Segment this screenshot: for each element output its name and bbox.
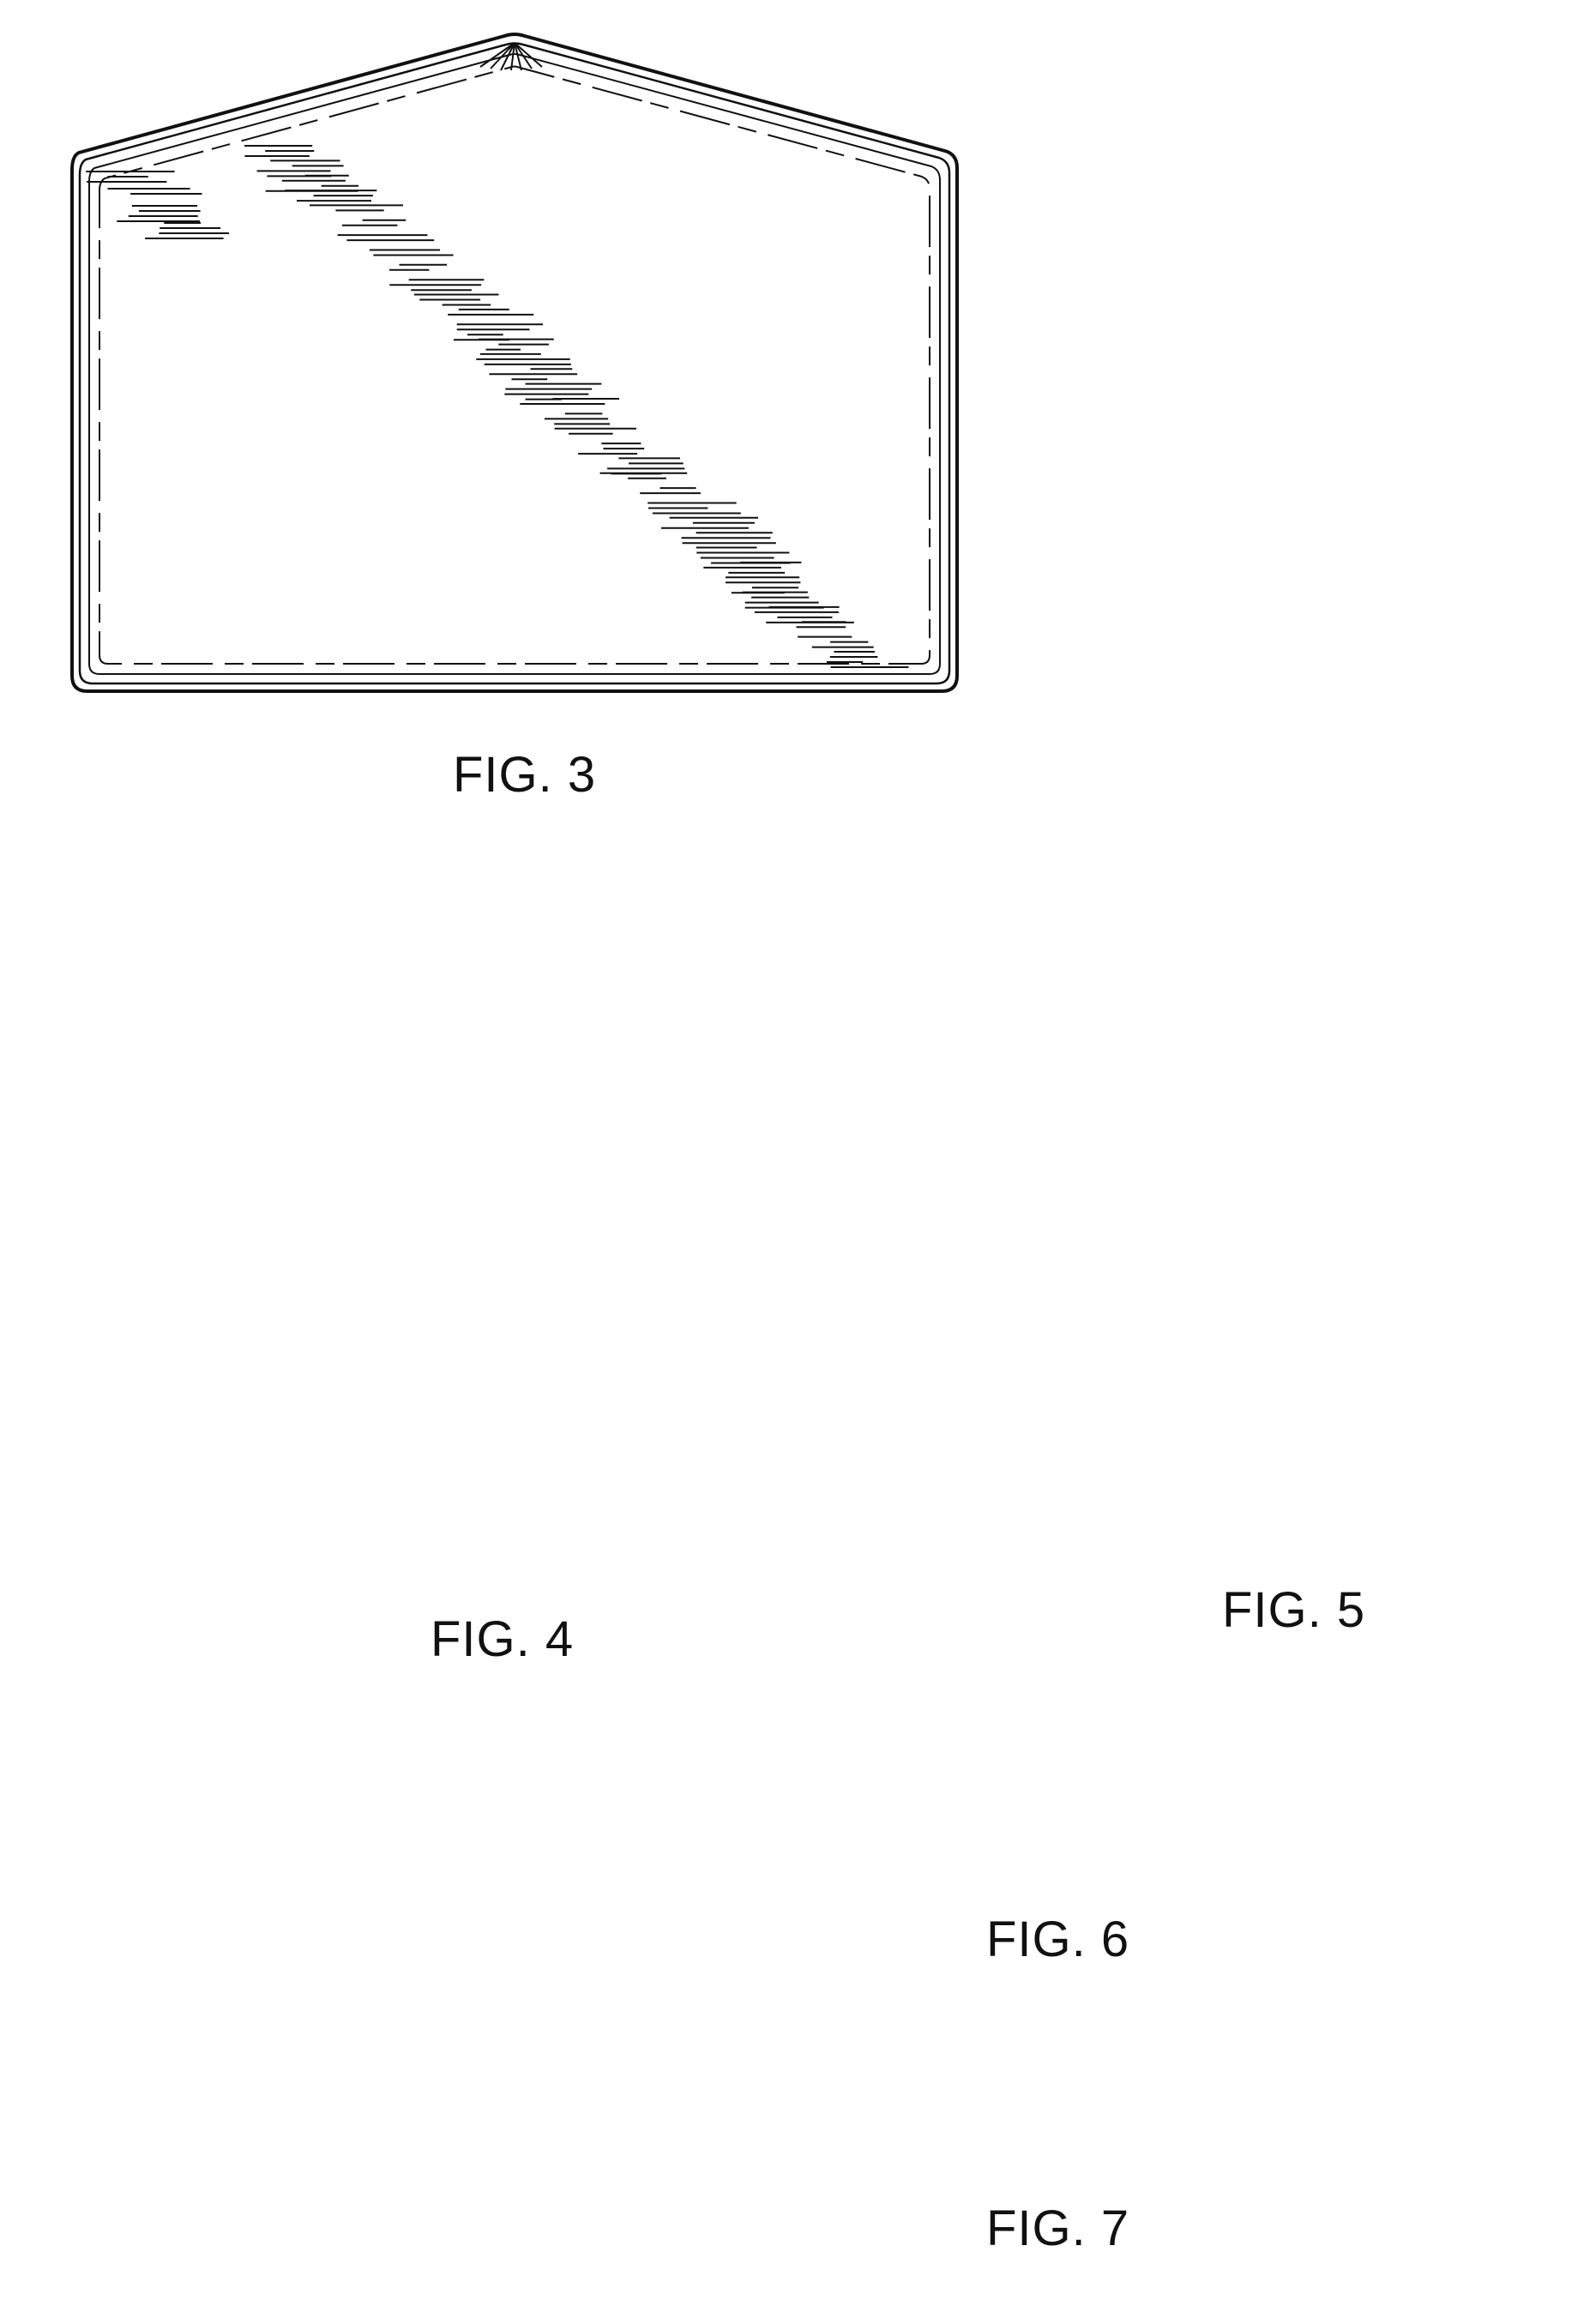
fig7-label: FIG. 7 (986, 2200, 1129, 2257)
fig3-drawing (72, 34, 957, 691)
fig4-label: FIG. 4 (431, 1611, 574, 1668)
fig5-label: FIG. 5 (1222, 1581, 1365, 1639)
fig3-label: FIG. 3 (453, 746, 596, 804)
fig3-diagonal-shading (86, 146, 908, 667)
fig6-label: FIG. 6 (986, 1911, 1129, 1968)
